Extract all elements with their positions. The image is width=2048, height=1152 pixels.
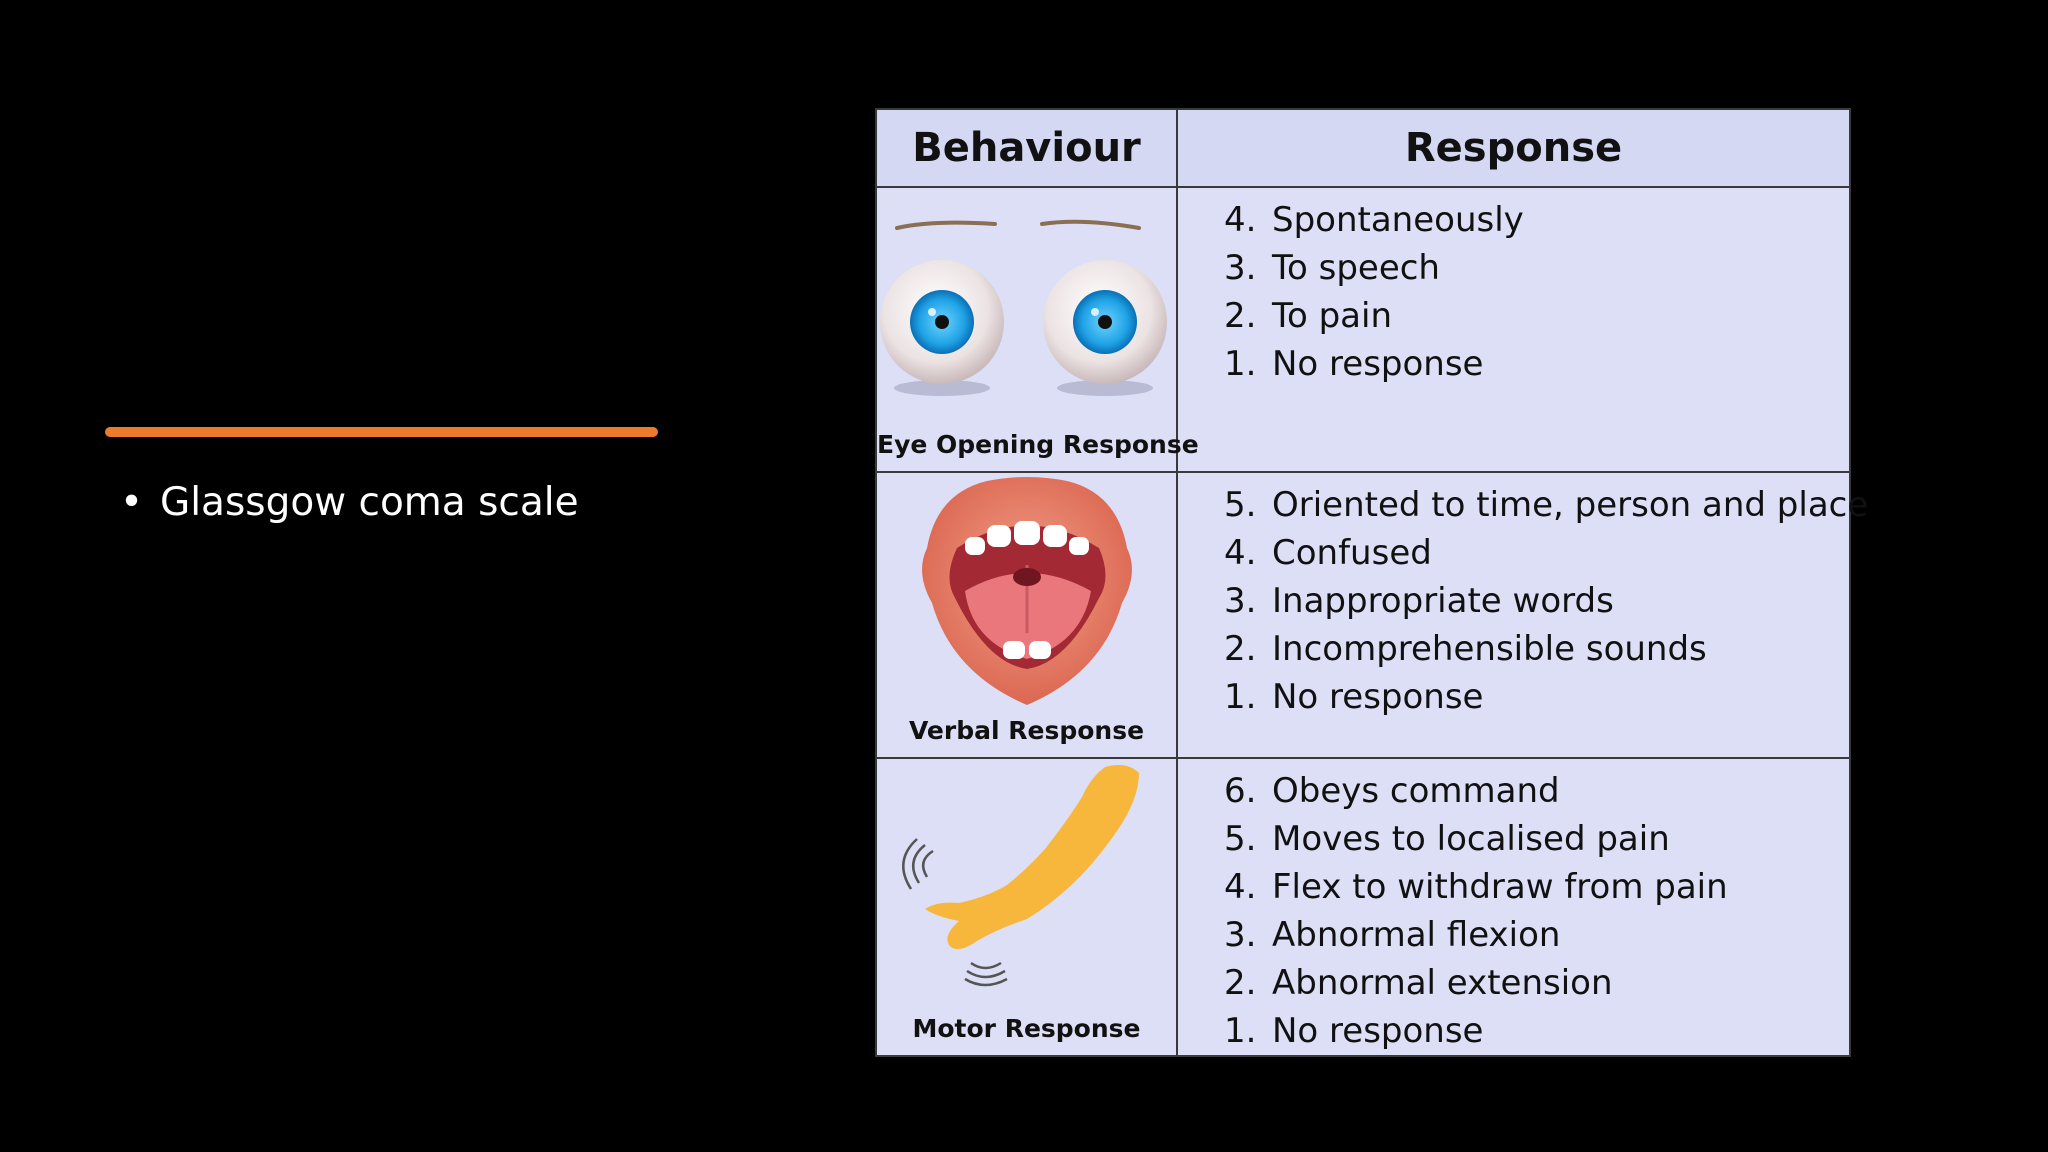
- behaviour-cell-motor: Motor Response: [875, 757, 1178, 1057]
- response-text: Confused: [1272, 533, 1432, 573]
- list-item: 1. No response: [1224, 340, 1849, 388]
- response-number: 5.: [1224, 819, 1257, 859]
- response-number: 2.: [1224, 296, 1257, 336]
- response-text: No response: [1272, 1011, 1484, 1051]
- response-number: 3.: [1224, 915, 1257, 955]
- behaviour-label-verbal: Verbal Response: [908, 716, 1145, 745]
- list-item: 3. Abnormal flexion: [1224, 911, 1849, 959]
- table-header-row: Behaviour Response: [875, 108, 1851, 188]
- list-item: 6. Obeys command: [1224, 767, 1849, 815]
- list-item: 3. Inappropriate words: [1224, 577, 1849, 625]
- list-item: 2. To pain: [1224, 292, 1849, 340]
- response-list-motor: 6. Obeys command 5. Moves to localised pai…: [1178, 759, 1849, 1055]
- list-item: 2. Incomprehensible sounds: [1224, 625, 1849, 673]
- bullet-dot-icon: •: [120, 480, 144, 525]
- response-text: No response: [1272, 344, 1484, 384]
- behaviour-label-motor: Motor Response: [912, 1014, 1141, 1043]
- list-item: 4. Flex to withdraw from pain: [1224, 863, 1849, 911]
- response-number: 6.: [1224, 771, 1257, 811]
- response-text: Moves to localised pain: [1272, 819, 1670, 859]
- behaviour-label-eye: Eye Opening Response: [877, 430, 1199, 459]
- response-number: 3.: [1224, 581, 1257, 621]
- gcs-table-container: Behaviour Response: [875, 108, 1868, 1057]
- response-number: 3.: [1224, 248, 1257, 288]
- table-row-motor: Motor Response 6. Obeys command 5. Moves t…: [875, 757, 1851, 1057]
- mouth-icon: [922, 477, 1132, 705]
- response-text: To pain: [1272, 296, 1393, 336]
- header-response: Response: [1176, 108, 1851, 188]
- list-item: 5. Moves to localised pain: [1224, 815, 1849, 863]
- response-number: 4.: [1224, 200, 1257, 240]
- response-list-eye: 4. Spontaneously 3. To speech 2. To pain 1.…: [1178, 188, 1849, 388]
- response-number: 2.: [1224, 963, 1257, 1003]
- response-list-verbal: 5. Oriented to time, person and place 4. C…: [1178, 473, 1868, 721]
- response-number: 2.: [1224, 629, 1257, 669]
- list-item: 1. No response: [1224, 673, 1849, 721]
- behaviour-cell-eye: Eye Opening Response: [875, 186, 1199, 473]
- response-number: 5.: [1224, 485, 1257, 525]
- arm-icon: [902, 765, 1139, 987]
- header-behaviour: Behaviour: [875, 108, 1178, 188]
- bullet-item: • Glassgow coma scale: [120, 478, 579, 528]
- list-item: 3. To speech: [1224, 244, 1849, 292]
- list-item: 2. Abnormal extension: [1224, 959, 1849, 1007]
- behaviour-cell-verbal: Verbal Response: [875, 471, 1178, 759]
- response-cell-motor: 6. Obeys command 5. Moves to localised pai…: [1176, 757, 1851, 1057]
- response-text: Abnormal flexion: [1272, 915, 1561, 955]
- list-item: 4. Confused: [1224, 529, 1849, 577]
- response-text: To speech: [1272, 248, 1440, 288]
- list-item: 5. Oriented to time, person and place: [1224, 481, 1868, 529]
- gcs-table: Behaviour Response: [875, 108, 1868, 1057]
- response-cell-verbal: 5. Oriented to time, person and place 4. C…: [1176, 471, 1868, 759]
- response-text: No response: [1272, 677, 1484, 717]
- response-number: 1.: [1224, 344, 1257, 384]
- response-text: Oriented to time, person and place: [1272, 485, 1869, 525]
- response-text: Flex to withdraw from pain: [1272, 867, 1728, 907]
- table-row-eye: Eye Opening Response 4. Spontaneously 3. T…: [875, 186, 1851, 473]
- list-item: 4. Spontaneously: [1224, 196, 1849, 244]
- bullet-text: Glassgow coma scale: [160, 480, 579, 525]
- title-accent-line: [105, 427, 658, 437]
- response-text: Abnormal extension: [1272, 963, 1613, 1003]
- response-number: 1.: [1224, 677, 1257, 717]
- response-number: 4.: [1224, 533, 1257, 573]
- response-text: Obeys command: [1272, 771, 1560, 811]
- response-cell-eye: 4. Spontaneously 3. To speech 2. To pain 1.…: [1176, 186, 1851, 473]
- response-text: Incomprehensible sounds: [1272, 629, 1707, 669]
- response-text: Inappropriate words: [1272, 581, 1614, 621]
- response-number: 4.: [1224, 867, 1257, 907]
- list-item: 1. No response: [1224, 1007, 1849, 1055]
- response-text: Spontaneously: [1272, 200, 1524, 240]
- eyes-icon: [880, 219, 1167, 396]
- table-row-verbal: Verbal Response 5. Oriented to time, pers…: [875, 471, 1868, 759]
- response-number: 1.: [1224, 1011, 1257, 1051]
